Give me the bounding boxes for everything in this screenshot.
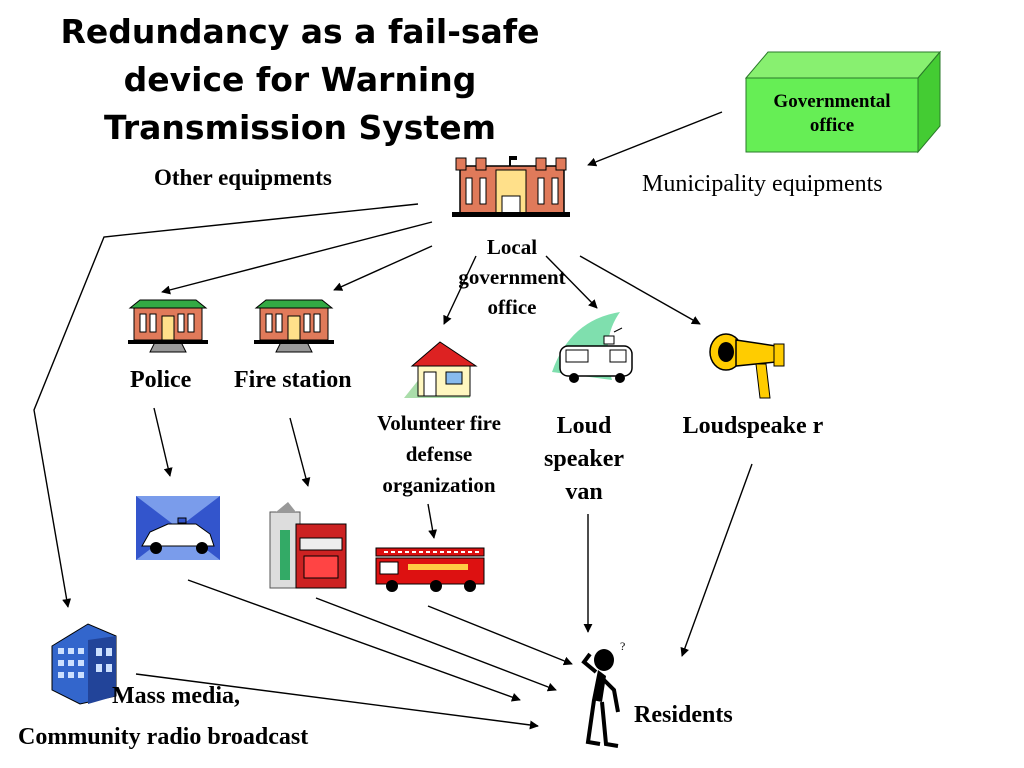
police-label: Police xyxy=(130,367,192,393)
mass-media-label: Mass media, xyxy=(112,683,240,709)
arrow-local-to-police xyxy=(161,221,433,295)
resident-person-icon: ? xyxy=(581,639,625,748)
arrow-police-to-car xyxy=(153,407,173,477)
arrow-local-to-loudspeaker xyxy=(579,255,701,325)
arrow-loudspeaker-to-residents xyxy=(680,463,753,657)
police-building-icon xyxy=(128,299,208,353)
volunteer-fire-defense-label: Volunteer fire defense organization xyxy=(377,411,501,497)
arrow-fire-station-to-truck xyxy=(289,417,311,487)
residents-label: Residents xyxy=(634,702,733,728)
arrow-local-to-volunteer xyxy=(443,255,477,325)
megaphone-icon xyxy=(709,333,785,399)
local-government-office-label: Local government office xyxy=(458,235,566,319)
svg-text:?: ? xyxy=(620,639,625,653)
governmental-office-label: Governmental office xyxy=(773,91,891,136)
fire-station-building-icon xyxy=(254,299,334,353)
loud-speaker-van-label: Loud speaker van xyxy=(544,413,624,505)
loudspeaker-label: Loudspeake r xyxy=(682,413,824,439)
police-car-icon xyxy=(136,496,220,560)
mass-media-building-icon xyxy=(51,623,117,705)
arrow-local-to-van xyxy=(545,255,598,309)
other-equipments-label: Other equipments xyxy=(154,165,332,190)
arrow-local-to-mass-media xyxy=(33,203,419,608)
arrow-fire-truck-to-residents xyxy=(315,597,557,692)
municipality-equipments-label: Municipality equipments xyxy=(642,171,883,197)
governmental-office-box xyxy=(744,50,942,154)
page-title: Redundancy as a fail-safe device for War… xyxy=(60,12,540,147)
arrow-local-to-fire-station xyxy=(333,245,433,291)
fire-truck-station-icon xyxy=(269,502,347,589)
community-radio-label: Community radio broadcast xyxy=(18,724,309,750)
loudspeaker-van-icon xyxy=(552,312,633,383)
arrow-police-car-to-residents xyxy=(187,579,521,702)
arrow-volunteer-to-engine xyxy=(427,503,438,539)
volunteer-house-icon xyxy=(404,341,478,398)
local-government-building-icon xyxy=(452,156,570,217)
arrow-gov-to-local xyxy=(587,111,723,167)
arrow-mass-media-to-residents xyxy=(135,673,539,730)
fire-engine-icon xyxy=(375,547,485,592)
arrow-fire-engine-to-residents xyxy=(427,605,573,666)
fire-station-label: Fire station xyxy=(234,367,352,393)
